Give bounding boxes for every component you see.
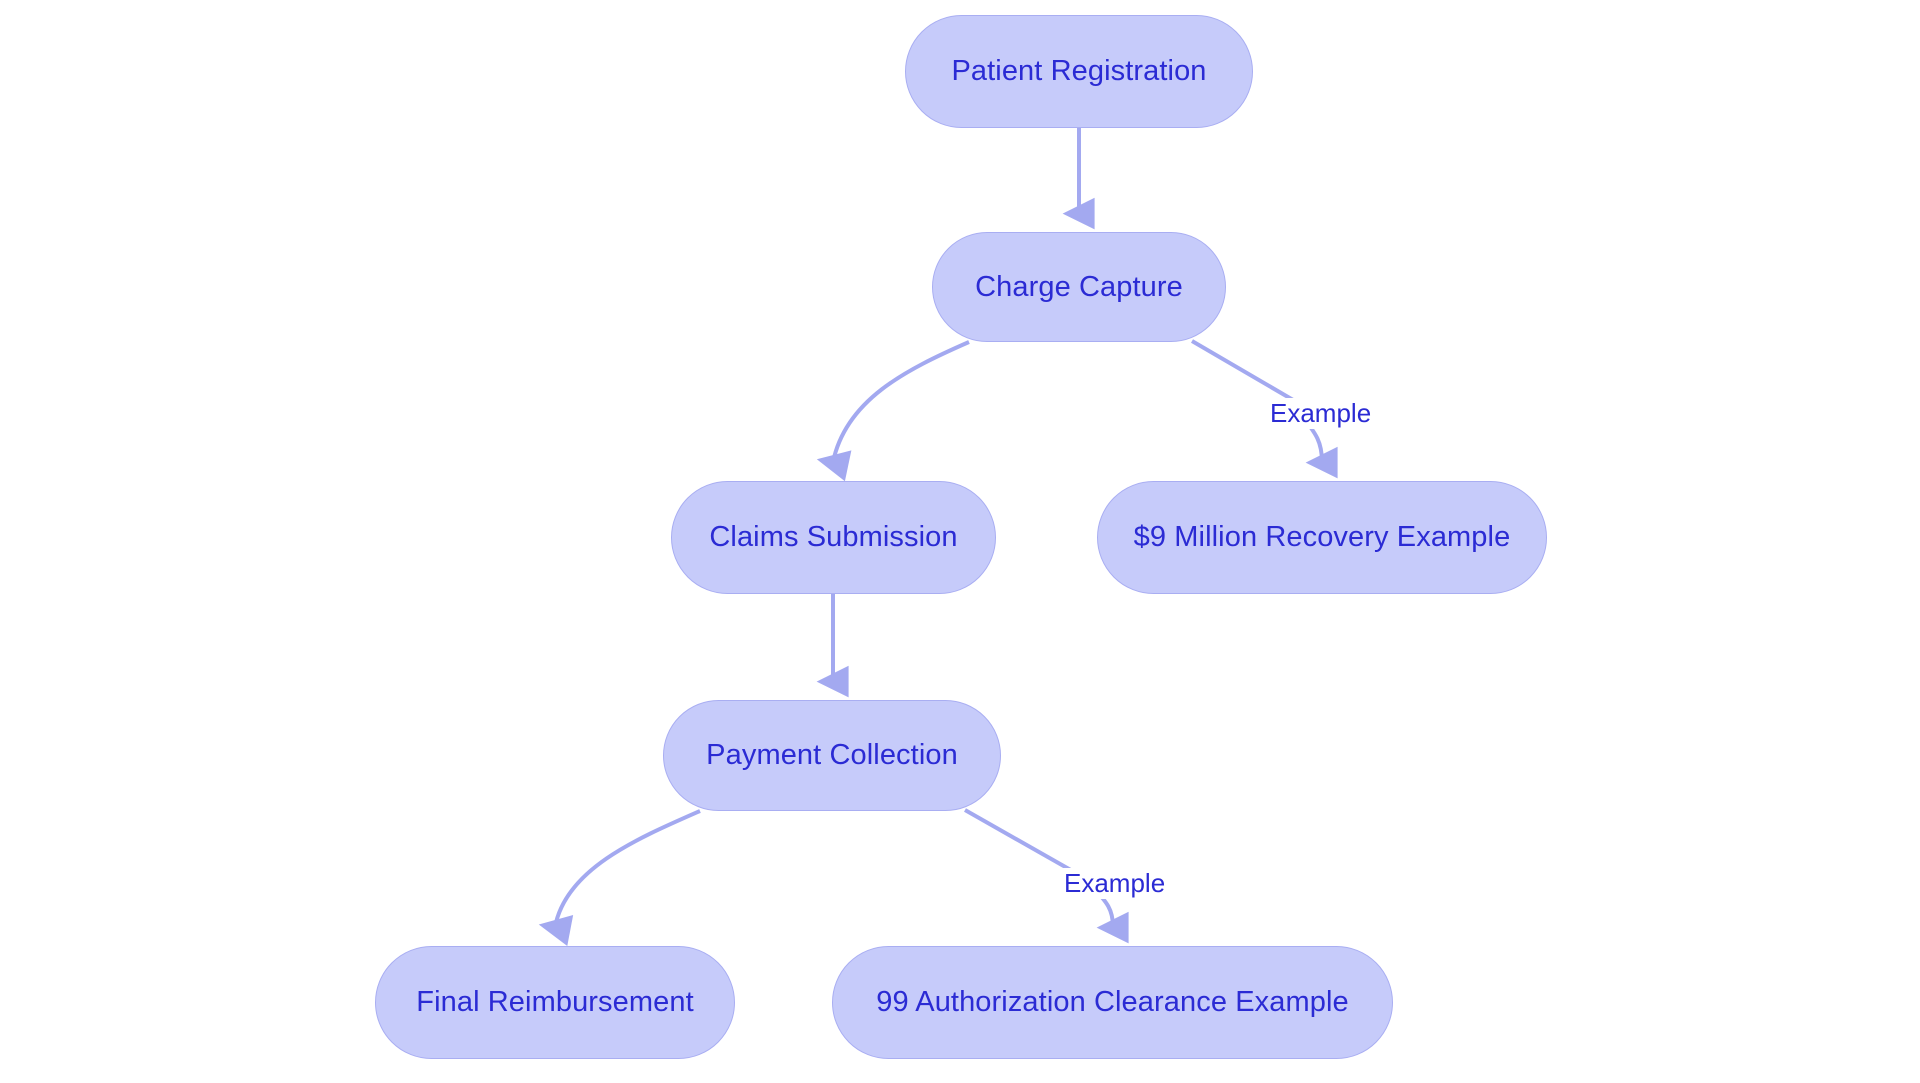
node-label-recovery-example: $9 Million Recovery Example bbox=[1133, 521, 1511, 553]
node-claims-submission[interactable]: Claims Submission bbox=[671, 481, 996, 594]
node-label-claims-submission: Claims Submission bbox=[709, 521, 958, 553]
node-final-reimbursement[interactable]: Final Reimbursement bbox=[375, 946, 735, 1059]
node-label-patient-registration: Patient Registration bbox=[951, 55, 1207, 87]
edge-label-example-2: Example bbox=[1060, 868, 1170, 899]
node-recovery-example[interactable]: $9 Million Recovery Example bbox=[1097, 481, 1547, 594]
edge-payment-to-final bbox=[538, 809, 701, 947]
node-label-charge-capture: Charge Capture bbox=[975, 270, 1183, 303]
edge-capture-to-recovery bbox=[1190, 339, 1302, 406]
node-payment-collection[interactable]: Payment Collection bbox=[663, 700, 1001, 811]
edge-capture-to-claims bbox=[816, 340, 970, 482]
edge-payment-to-authorization bbox=[964, 808, 1077, 875]
node-label-authorization-example: 99 Authorization Clearance Example bbox=[876, 986, 1349, 1018]
node-patient-registration[interactable]: Patient Registration bbox=[905, 15, 1253, 128]
node-authorization-example[interactable]: 99 Authorization Clearance Example bbox=[832, 946, 1393, 1059]
node-charge-capture[interactable]: Charge Capture bbox=[932, 232, 1226, 342]
node-label-final-reimbursement: Final Reimbursement bbox=[416, 986, 694, 1018]
edge-label-example-1: Example bbox=[1266, 398, 1376, 429]
node-label-payment-collection: Payment Collection bbox=[706, 739, 958, 771]
